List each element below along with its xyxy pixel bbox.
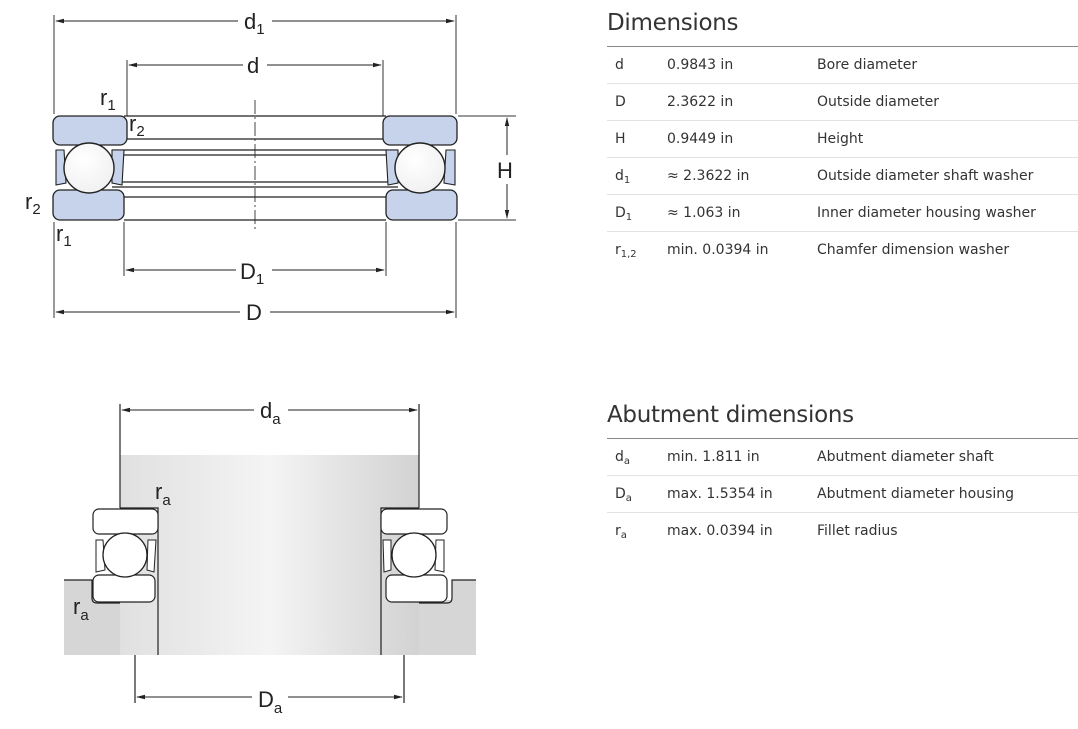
description-cell: Outside diameter bbox=[817, 83, 1078, 121]
shaft-washer bbox=[92, 508, 159, 535]
symbol-cell: r1,2 bbox=[615, 242, 637, 260]
table-row: r1,2 min. 0.0394 in Chamfer dimension wa… bbox=[607, 232, 1078, 269]
description-cell: Fillet radius bbox=[817, 523, 898, 539]
value-cell: 0.9449 in bbox=[667, 120, 817, 158]
value-cell: max. 1.5354 in bbox=[667, 475, 817, 513]
label-H: H bbox=[497, 158, 513, 183]
description-cell: Abutment diameter housing bbox=[817, 475, 1078, 513]
dimensions-table: d 0.9843 in Bore diameter D 2.3622 in Ou… bbox=[607, 47, 1078, 268]
symbol-cell: D bbox=[607, 83, 667, 121]
label-ra-top: ra bbox=[155, 479, 171, 509]
label-d1: d1 bbox=[244, 9, 265, 38]
symbol-cell: Da bbox=[607, 475, 667, 513]
label-D: D bbox=[246, 300, 262, 325]
housing-washer bbox=[385, 574, 448, 603]
label-r2-top: r2 bbox=[129, 111, 145, 140]
symbol-cell: d1 bbox=[607, 157, 667, 195]
table-row: H 0.9449 in Height bbox=[607, 120, 1078, 158]
table-row: D1 ≈ 1.063 in Inner diameter housing was… bbox=[607, 194, 1078, 232]
abutment-diagram: da ra ra Da bbox=[64, 398, 476, 717]
ball bbox=[102, 532, 437, 578]
shaft bbox=[120, 455, 419, 655]
housing-washer bbox=[92, 574, 156, 603]
symbol-cell: ra bbox=[615, 523, 627, 541]
ball bbox=[63, 142, 446, 194]
description-cell: Height bbox=[817, 120, 1078, 158]
abutment-table: da min. 1.811 in Abutment diameter shaft… bbox=[607, 439, 1078, 549]
symbol-cell: D1 bbox=[607, 194, 667, 232]
drawing-canvas: d1 d H D1 D r1 r2 r2 r1 bbox=[25, 9, 516, 717]
label-ra-left: ra bbox=[73, 594, 89, 624]
dimensions-title: Dimensions bbox=[607, 10, 1078, 47]
value-cell: ≈ 2.3622 in bbox=[667, 157, 817, 195]
description-cell: Abutment diameter shaft bbox=[817, 439, 1078, 476]
housing bbox=[404, 580, 476, 655]
value-cell: min. 0.0394 in bbox=[667, 242, 769, 258]
abutment-title: Abutment dimensions bbox=[607, 402, 1078, 439]
label-D1: D1 bbox=[240, 259, 264, 288]
abutment-section: Abutment dimensions da min. 1.811 in Abu… bbox=[607, 402, 1078, 549]
label-da: da bbox=[260, 398, 281, 428]
symbol-cell: d bbox=[607, 47, 667, 84]
label-r1-top: r1 bbox=[100, 85, 116, 114]
label-Da: Da bbox=[258, 687, 283, 717]
table-row: d1 ≈ 2.3622 in Outside diameter shaft wa… bbox=[607, 157, 1078, 195]
value-cell: ≈ 1.063 in bbox=[667, 194, 817, 232]
shaft-washer bbox=[380, 508, 448, 535]
description-cell: Chamfer dimension washer bbox=[817, 242, 1010, 258]
dimensions-section: Dimensions d 0.9843 in Bore diameter D 2… bbox=[607, 10, 1078, 268]
bearing-cross-section-diagram: d1 d H D1 D r1 r2 r2 r1 bbox=[25, 9, 516, 325]
value-cell: min. 1.811 in bbox=[667, 439, 817, 476]
symbol-cell: H bbox=[607, 120, 667, 158]
table-row: ra max. 0.0394 in Fillet radius bbox=[607, 513, 1078, 550]
value-cell: max. 0.0394 in bbox=[667, 523, 773, 539]
description-cell: Inner diameter housing washer bbox=[817, 194, 1078, 232]
description-cell: Bore diameter bbox=[817, 47, 1078, 84]
value-cell: 0.9843 in bbox=[667, 47, 817, 84]
label-d: d bbox=[247, 53, 259, 78]
table-row: da min. 1.811 in Abutment diameter shaft bbox=[607, 439, 1078, 476]
table-row: D 2.3622 in Outside diameter bbox=[607, 83, 1078, 121]
label-r2-left: r2 bbox=[25, 189, 41, 218]
label-r1-bottom: r1 bbox=[56, 221, 72, 250]
table-row: Da max. 1.5354 in Abutment diameter hous… bbox=[607, 475, 1078, 513]
cage bbox=[55, 149, 456, 186]
value-cell: 2.3622 in bbox=[667, 83, 817, 121]
table-row: d 0.9843 in Bore diameter bbox=[607, 47, 1078, 84]
housing bbox=[64, 580, 135, 655]
description-cell: Outside diameter shaft washer bbox=[817, 157, 1078, 195]
symbol-cell: da bbox=[607, 439, 667, 476]
